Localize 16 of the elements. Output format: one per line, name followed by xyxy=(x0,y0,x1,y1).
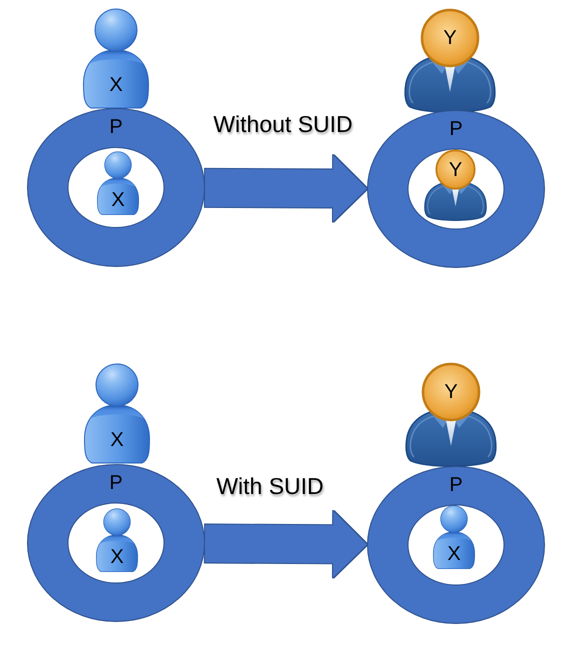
ring-label: P xyxy=(109,117,123,138)
ring-label: P xyxy=(449,118,463,139)
edge-label: Without SUID xyxy=(213,111,353,138)
person-label: Y xyxy=(444,382,458,402)
arrow xyxy=(204,510,368,578)
ring-label: P xyxy=(109,472,123,493)
person-label: Y xyxy=(443,28,457,48)
arrow xyxy=(204,154,368,222)
person-label: X xyxy=(110,546,124,567)
ring-label: P xyxy=(449,474,463,495)
person-label: X xyxy=(110,430,124,450)
person-label: X xyxy=(109,74,123,94)
person-label: Y xyxy=(448,160,462,180)
person-label: X xyxy=(111,190,125,210)
edge-label: With SUID xyxy=(216,473,324,499)
person-label: X xyxy=(447,544,461,564)
